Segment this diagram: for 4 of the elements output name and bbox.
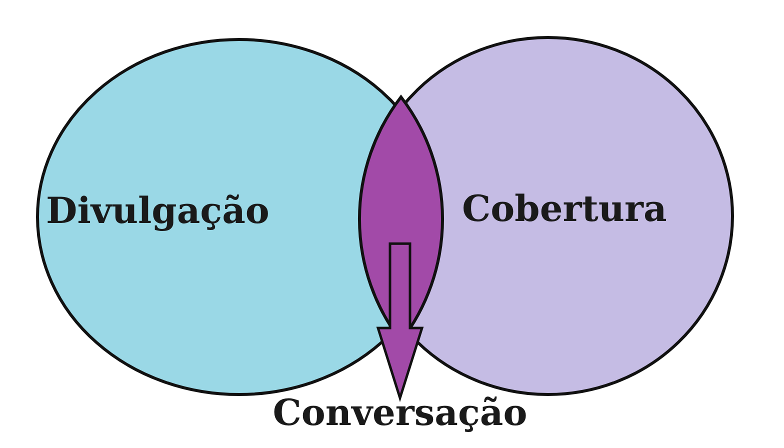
circle-label: Divulgação xyxy=(46,190,270,232)
circle-label: Cobertura xyxy=(462,188,667,230)
caption-label: Conversação xyxy=(272,392,528,434)
block-arrow xyxy=(376,242,424,402)
